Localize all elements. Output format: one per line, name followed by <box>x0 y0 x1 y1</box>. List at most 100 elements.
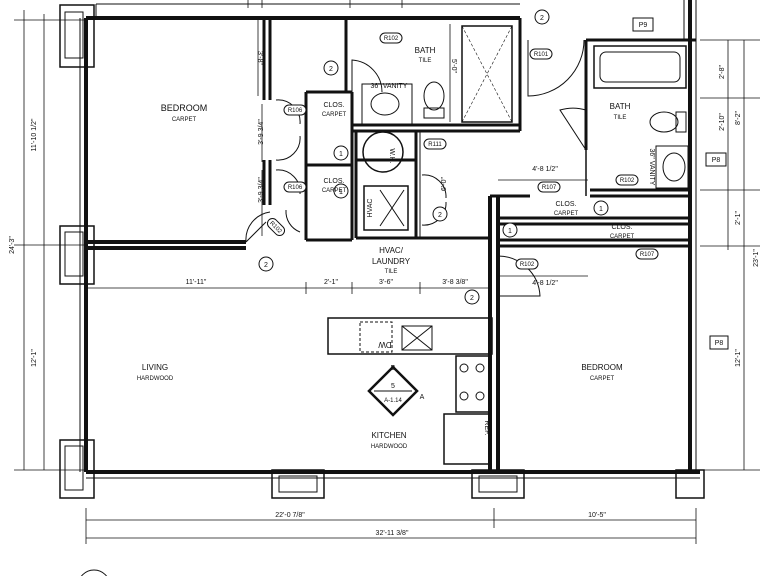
dim-right-2-8: 2'-8" <box>719 65 726 79</box>
dim-mid-3-6: 3'-6" <box>379 279 393 286</box>
bath2-vanity-counter <box>655 145 689 189</box>
cooktop <box>401 325 433 351</box>
door-swing-bath1 <box>351 59 383 93</box>
closet4-finish: CARPET <box>610 234 635 240</box>
bath1-finish: TILE <box>419 58 432 64</box>
door-swing-bedroom1 <box>245 211 271 243</box>
room-labels: BEDROOM CARPET BATH TILE CLOS. CARPET CL… <box>137 46 635 450</box>
callout-2: 2 <box>470 295 474 302</box>
vanity1-label: 36" VANITY <box>371 83 408 90</box>
closet3-finish: CARPET <box>554 211 579 217</box>
bath2-name: BATH <box>610 102 631 111</box>
callout-2: 2 <box>329 66 333 73</box>
kitchen-finish: HARDWOOD <box>371 444 408 450</box>
laundry-finish: TILE <box>385 269 398 275</box>
hvac-label: HVAC <box>367 199 374 218</box>
door-tag: R102 <box>620 178 635 184</box>
callout-1: 1 <box>599 206 603 213</box>
tag-p9: P9 <box>639 22 648 29</box>
living-finish: HARDWOOD <box>137 376 174 382</box>
section-label-a: A <box>420 394 425 401</box>
callout-2: 2 <box>540 15 544 22</box>
dim-mid-4-8-b: 4'-8 1/2" <box>532 280 558 287</box>
dim-mid-3-8: 3'-8 3/8" <box>442 279 468 286</box>
dim-right-2-10: 2'-10" <box>719 113 726 131</box>
closet3-name: CLOS. <box>555 201 576 208</box>
structural-columns <box>59 4 705 499</box>
callout-bubbles <box>258 9 729 350</box>
door-tag: R106 <box>288 185 303 191</box>
door-tag: R102 <box>520 262 535 268</box>
dim-laundry-6: 6'-0" <box>441 177 448 191</box>
callout-1: 1 <box>339 151 343 158</box>
range <box>455 355 491 413</box>
bath2-toilet <box>649 111 679 133</box>
section-diamond <box>367 365 419 417</box>
refrigerator-label: REF. <box>483 420 490 435</box>
door-swing-hall <box>527 39 585 97</box>
kitchen-sink <box>359 321 393 353</box>
kitchen-name: KITCHEN <box>371 431 406 440</box>
dim-right-8-2: 8'-2" <box>735 111 742 125</box>
dim-left-lower: 12'-1" <box>31 349 38 367</box>
section-number: 5 <box>391 383 395 390</box>
closet1-name: CLOS. <box>323 102 344 109</box>
callout-2: 2 <box>264 262 268 269</box>
bath1-vanity-counter <box>361 83 413 125</box>
door-tag: R106 <box>288 108 303 114</box>
tag-p8: P8 <box>715 340 724 347</box>
section-label-b: B <box>391 365 396 372</box>
column-bottom-center <box>471 469 525 499</box>
living-name: LIVING <box>142 363 168 372</box>
bath2-finish: TILE <box>614 115 627 121</box>
dim-right-2-1: 2'-1" <box>735 211 742 225</box>
callout-labels: 2 2 1 1 2 2 1 1 2 P9 P8 P8 <box>264 15 723 347</box>
door-tag: R107 <box>542 185 557 191</box>
bedroom1-finish: CARPET <box>172 117 197 123</box>
closet2-finish: CARPET <box>322 188 347 194</box>
dim-right-lower: 12'-1" <box>735 349 742 367</box>
bath1-sink <box>370 92 400 116</box>
bedroom2-name: BEDROOM <box>581 363 623 372</box>
section-sheet: A-1.14 <box>384 398 402 404</box>
hvac-unit <box>363 185 409 231</box>
bathtub <box>593 45 687 89</box>
dim-mid-11-11: 11'-11" <box>186 279 207 286</box>
bedroom2-finish: CARPET <box>590 376 615 382</box>
dimension-lines <box>14 0 760 544</box>
column-bottom-mid <box>271 469 325 499</box>
water-heater-label: W.H. <box>388 148 395 163</box>
callout-1: 1 <box>339 189 343 196</box>
laundry-name-2: LAUNDRY <box>372 257 411 266</box>
dim-bath-5-0: 5'-0" <box>450 59 457 73</box>
column-bottom-left <box>59 439 95 499</box>
refrigerator <box>443 413 491 465</box>
door-tag: R111 <box>428 142 442 148</box>
door-tag: R101 <box>534 52 549 58</box>
closet2-name: CLOS. <box>323 178 344 185</box>
shower <box>461 25 513 123</box>
closet1-finish: CARPET <box>322 112 347 118</box>
dim-right-total: 23'-1" <box>753 249 760 267</box>
fixtures <box>327 25 689 465</box>
dimension-labels: 11'-10 1/2" 12'-1" 24'-3" 23'-1" 12'-1" … <box>9 51 760 537</box>
door-tag: R102 <box>384 36 399 42</box>
dim-left-upper: 11'-10 1/2" <box>31 118 38 151</box>
callout-1: 1 <box>508 228 512 235</box>
closet4-name: CLOS. <box>611 224 632 231</box>
door-swing-bedroom2 <box>497 255 541 297</box>
bath1-name: BATH <box>415 46 436 55</box>
kitchen-counter <box>327 317 493 355</box>
dim-mid-4-8-a: 4'-8 1/2" <box>532 166 558 173</box>
column-mid-left <box>59 225 95 285</box>
door-tag: R107 <box>640 252 655 258</box>
dim-bottom-left: 22'-0 7/8" <box>275 512 305 519</box>
dim-bath-3-8: 3'-8" <box>256 51 263 65</box>
dim-clos-3-9-a: 3'-9 3/4" <box>258 119 265 145</box>
exterior-walls <box>79 0 700 479</box>
door-swing-closet2 <box>275 169 301 233</box>
fixture-labels: 36" VANITY 36" VANITY W.H. HVAC DW REF. <box>367 83 655 436</box>
dim-mid-2-1: 2'-1" <box>324 279 338 286</box>
door-swing-bath2 <box>559 107 587 151</box>
